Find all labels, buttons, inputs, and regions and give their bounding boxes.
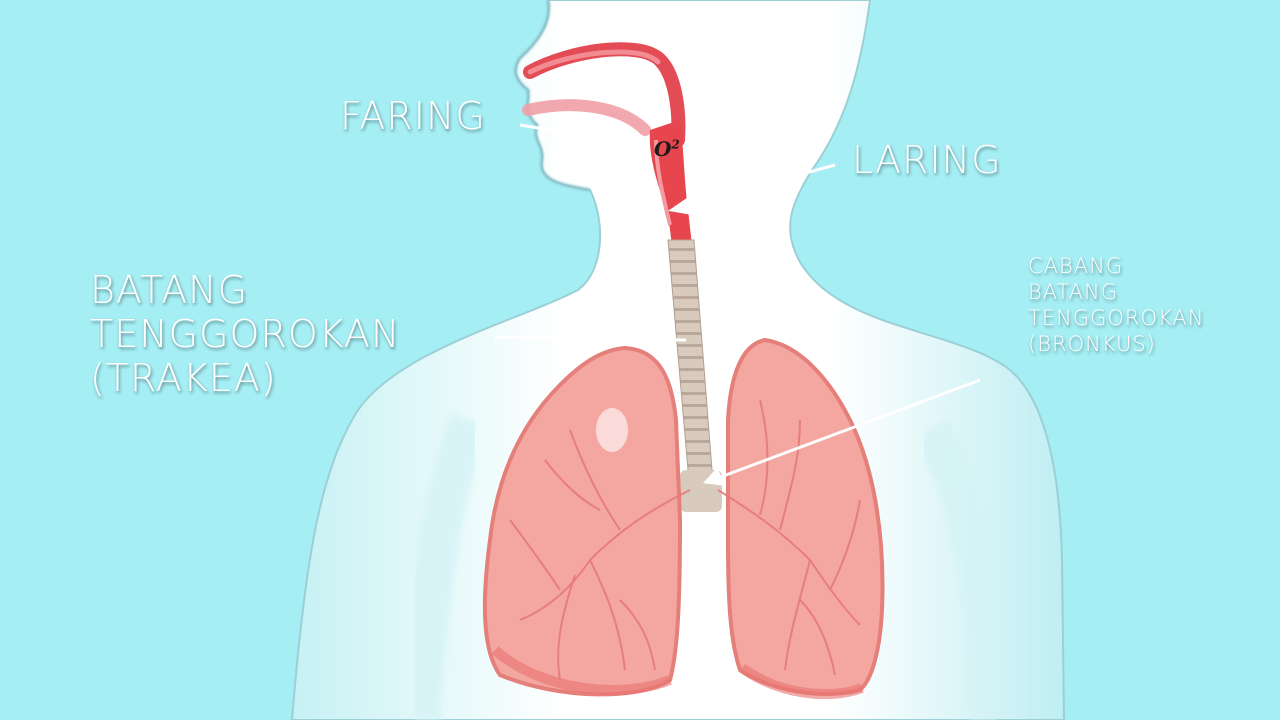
oxygen-symbol-base: O <box>654 137 672 161</box>
label-bronkus-line-4: (BRONKUS) <box>1028 332 1156 356</box>
right-lung <box>717 337 885 700</box>
label-trakea-line-3: (TRAKEA) <box>90 356 277 400</box>
label-bronkus: CABANG BATANG TENGGOROKAN (BRONKUS) <box>1028 253 1204 357</box>
nasal-mouth-airways <box>522 42 686 147</box>
label-bronkus-line-1: CABANG <box>1028 254 1124 278</box>
left-lung <box>482 345 691 697</box>
pointer-lines <box>494 123 981 486</box>
trachea <box>667 239 722 512</box>
label-trakea: BATANG TENGGOROKAN (TRAKEA) <box>90 268 400 400</box>
pharynx-larynx-tube <box>649 120 692 245</box>
label-trakea-line-1: BATANG <box>90 268 249 312</box>
oxygen-symbol: O2 <box>654 137 680 161</box>
faring-pointer <box>519 123 649 148</box>
label-faring: FARING <box>340 94 486 138</box>
bronkus-pointer <box>717 378 981 480</box>
label-laring: LARING <box>852 138 1002 182</box>
laring-pointer <box>684 163 836 208</box>
oxygen-symbol-exponent: 2 <box>671 137 680 152</box>
label-bronkus-line-2: BATANG <box>1028 280 1119 304</box>
label-trakea-line-2: TENGGOROKAN <box>90 312 401 356</box>
trakea-pointer <box>494 335 687 342</box>
label-bronkus-line-3: TENGGOROKAN <box>1028 306 1205 330</box>
